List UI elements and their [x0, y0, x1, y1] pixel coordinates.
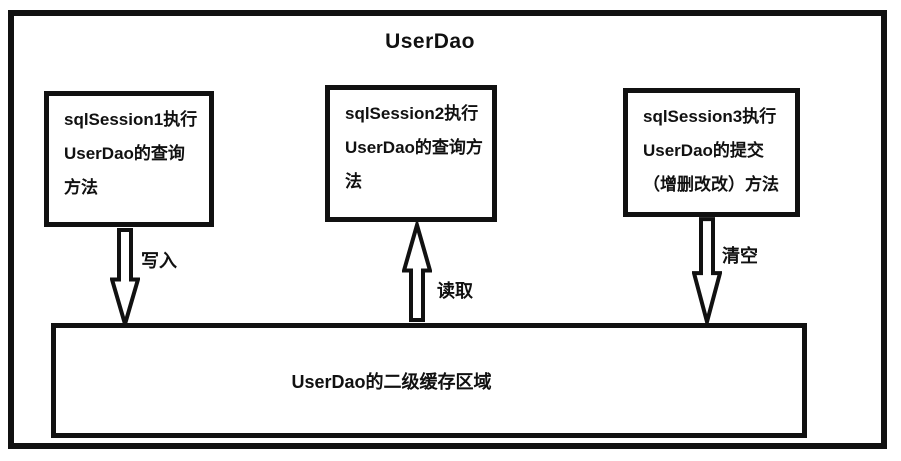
session1-box: sqlSession1执行 UserDao的查询 方法	[44, 91, 214, 227]
session1-line2: UserDao的查询	[64, 144, 185, 163]
session2-line3: 法	[345, 172, 362, 191]
session1-line1: sqlSession1执行	[64, 110, 198, 129]
session2-line1: sqlSession2执行	[345, 104, 479, 123]
session2-line2: UserDao的查询方	[345, 138, 483, 157]
session3-line2: UserDao的提交	[643, 141, 764, 160]
session3-line1: sqlSession3执行	[643, 107, 777, 126]
session1-line3: 方法	[64, 178, 98, 197]
session3-line3: （增删改改）方法	[643, 175, 779, 194]
read-arrow-label: 读取	[437, 281, 473, 301]
session3-box: sqlSession3执行 UserDao的提交 （增删改改）方法	[623, 88, 800, 217]
cache-area-label: UserDao的二级缓存区域	[291, 371, 492, 392]
write-arrow-icon	[110, 228, 140, 327]
session2-box: sqlSession2执行 UserDao的查询方 法	[325, 85, 497, 222]
clear-arrow-label: 清空	[722, 246, 758, 266]
cache-area-box: UserDao的二级缓存区域	[51, 323, 807, 438]
diagram-title: UserDao	[385, 30, 475, 53]
read-arrow-icon	[402, 222, 432, 323]
clear-arrow-icon	[692, 217, 722, 325]
write-arrow-label: 写入	[141, 251, 177, 271]
